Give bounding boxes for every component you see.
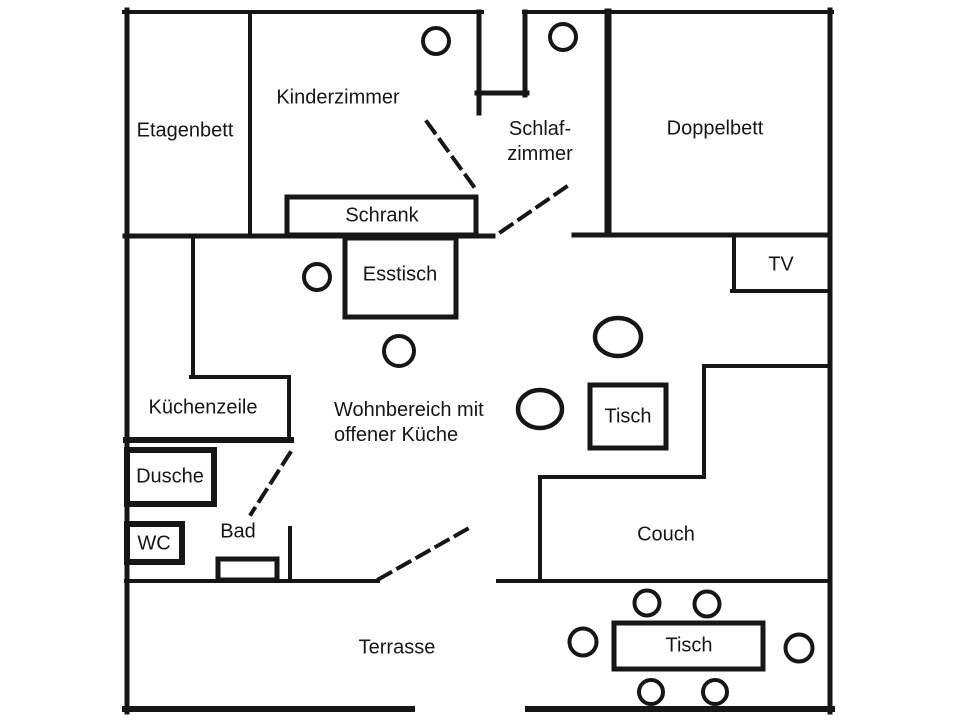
esstisch-box [342,235,459,320]
schrank-box [284,194,479,238]
wohn-tisch-box [587,382,669,451]
terrasse-chair-right-circle [783,632,815,664]
esstisch-chair-bottom-circle [382,334,416,368]
kinderzimmer-chair-circle [421,26,451,56]
esstisch-chair-left-circle [302,262,332,292]
terrasse-chair-top-left-circle [632,588,662,618]
kinderzimmer-door-dash [424,119,480,194]
terrasse-chair-bottom-right-circle [701,678,729,706]
schlafzimmer-door-dash [492,184,569,239]
terrasse-chair-left-circle [567,626,599,658]
terrasse-door-dash [376,525,472,582]
bad-bench-box [215,556,280,583]
terrasse-chair-bottom-left-circle [637,678,665,706]
wc-box [124,521,185,565]
terrasse-chair-top-right-circle [692,589,722,619]
wohnbereich-chair-lower-circle [515,387,565,431]
bad-door-dash [248,450,293,517]
wohnbereich-chair-upper-circle [592,315,644,359]
dusche-box [124,447,217,507]
schlafzimmer-chair-circle [548,22,578,52]
terrasse-tisch-box [611,620,766,672]
